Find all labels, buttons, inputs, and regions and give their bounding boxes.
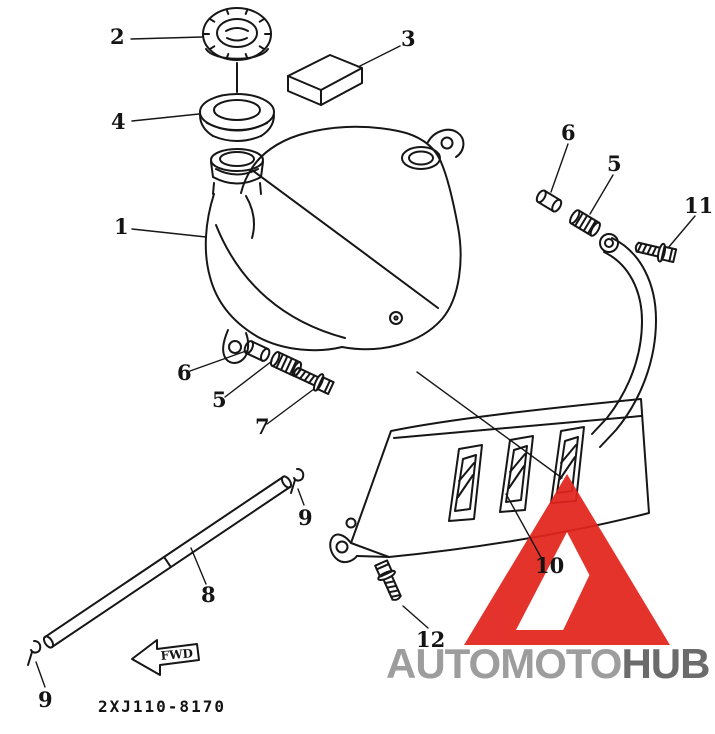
hose-clip-mid (290, 468, 305, 494)
damper-pad (287, 54, 363, 106)
callout-3-damper-pad: 3 (401, 26, 416, 51)
part-number: 2XJ110-8170 (98, 697, 226, 716)
watermark-brand: AUTOMOTOHUB (386, 640, 710, 688)
watermark-triangle-small (556, 553, 645, 645)
watermark-brand-first: AUTOMOTO (386, 640, 622, 687)
bolt-left (290, 362, 336, 398)
tank-stay (591, 237, 657, 448)
callout-10-heat-guard: 10 (535, 553, 565, 578)
callout-9-clip-bottom: 9 (38, 687, 53, 712)
watermark-logo (464, 474, 670, 645)
callout-5-damper-left: 5 (212, 387, 227, 412)
heat-guard (329, 398, 650, 564)
guard-slot (448, 444, 483, 522)
callout-12-bolt-bottom: 12 (416, 627, 446, 652)
fwd-label: FWD (160, 646, 194, 663)
callout-5-damper-right: 5 (607, 151, 622, 176)
damper-right (567, 207, 603, 239)
watermark-brand-second: HUB (621, 640, 710, 687)
filler-cap (202, 7, 272, 93)
fwd-arrow: FWD (131, 639, 200, 676)
oil-tank (204, 125, 465, 364)
callout-9-clip-mid: 9 (298, 505, 313, 530)
stay-eyelet (599, 233, 619, 253)
cap-gasket (199, 93, 275, 142)
oil-hose (42, 475, 293, 649)
collar-right (533, 187, 565, 215)
callout-6-collar-left: 6 (177, 360, 192, 385)
callout-7-bolt-left: 7 (255, 414, 270, 439)
callout-8-oil-hose: 8 (201, 582, 216, 607)
callout-6-collar-right: 6 (561, 120, 576, 145)
callout-4-cap-gasket: 4 (111, 109, 126, 134)
hose-clip-bottom (27, 640, 42, 666)
bolt-bottom (371, 558, 407, 605)
callout-2-filler-cap: 2 (110, 24, 125, 49)
leader-lines (35, 36, 696, 688)
callout-1-oil-tank: 1 (114, 214, 129, 239)
bolt-right (632, 236, 678, 266)
guard-slot (499, 435, 534, 513)
callout-11-bolt-right: 11 (684, 193, 714, 218)
